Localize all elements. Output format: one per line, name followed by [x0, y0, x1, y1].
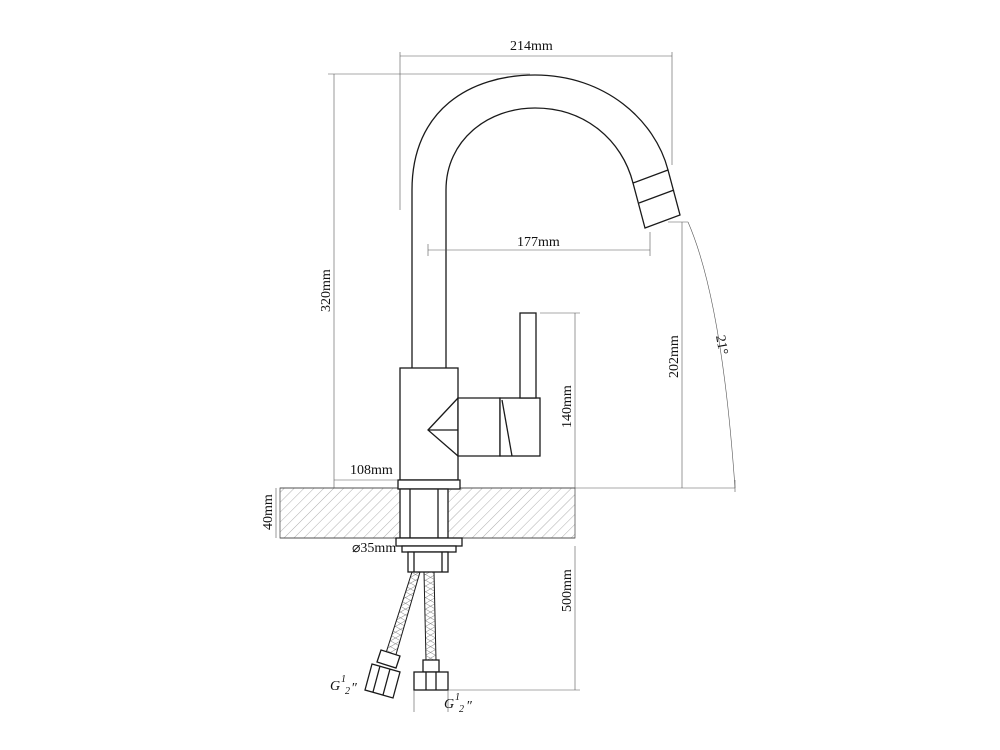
svg-text:2: 2 — [345, 686, 350, 697]
body-width-label: 108mm — [350, 463, 393, 478]
lever-height-label: 140mm — [560, 385, 575, 428]
outlet-reach-label: 177mm — [517, 235, 560, 250]
counter-thickness-label: 40mm — [261, 494, 276, 530]
total-height-label: 320mm — [319, 269, 334, 312]
spout-tube — [411, 74, 681, 368]
svg-text:2: 2 — [459, 704, 464, 715]
svg-text:″: ″ — [351, 681, 357, 696]
svg-text:G: G — [330, 679, 340, 694]
svg-text:G: G — [444, 697, 454, 712]
faucet-body — [397, 312, 541, 490]
countertop-section — [279, 487, 576, 539]
swivel-angle-label: 21° — [712, 334, 730, 356]
outlet-height-label: 202mm — [667, 335, 682, 378]
connection-label-left: G 1 2 ″ — [330, 674, 357, 697]
svg-text:1: 1 — [455, 692, 460, 703]
supply-hose-right — [413, 571, 449, 691]
svg-text:″: ″ — [466, 699, 472, 714]
svg-text:1: 1 — [341, 674, 346, 685]
supply-hose-left — [364, 571, 421, 699]
dimension-lines — [275, 52, 736, 712]
spout-reach-label: 214mm — [510, 39, 553, 54]
connection-label-right: G 1 2 ″ — [444, 692, 472, 715]
mounting-shank — [395, 488, 463, 573]
hole-diameter-label: ⌀35mm — [352, 541, 396, 556]
hose-length-label: 500mm — [560, 569, 575, 612]
